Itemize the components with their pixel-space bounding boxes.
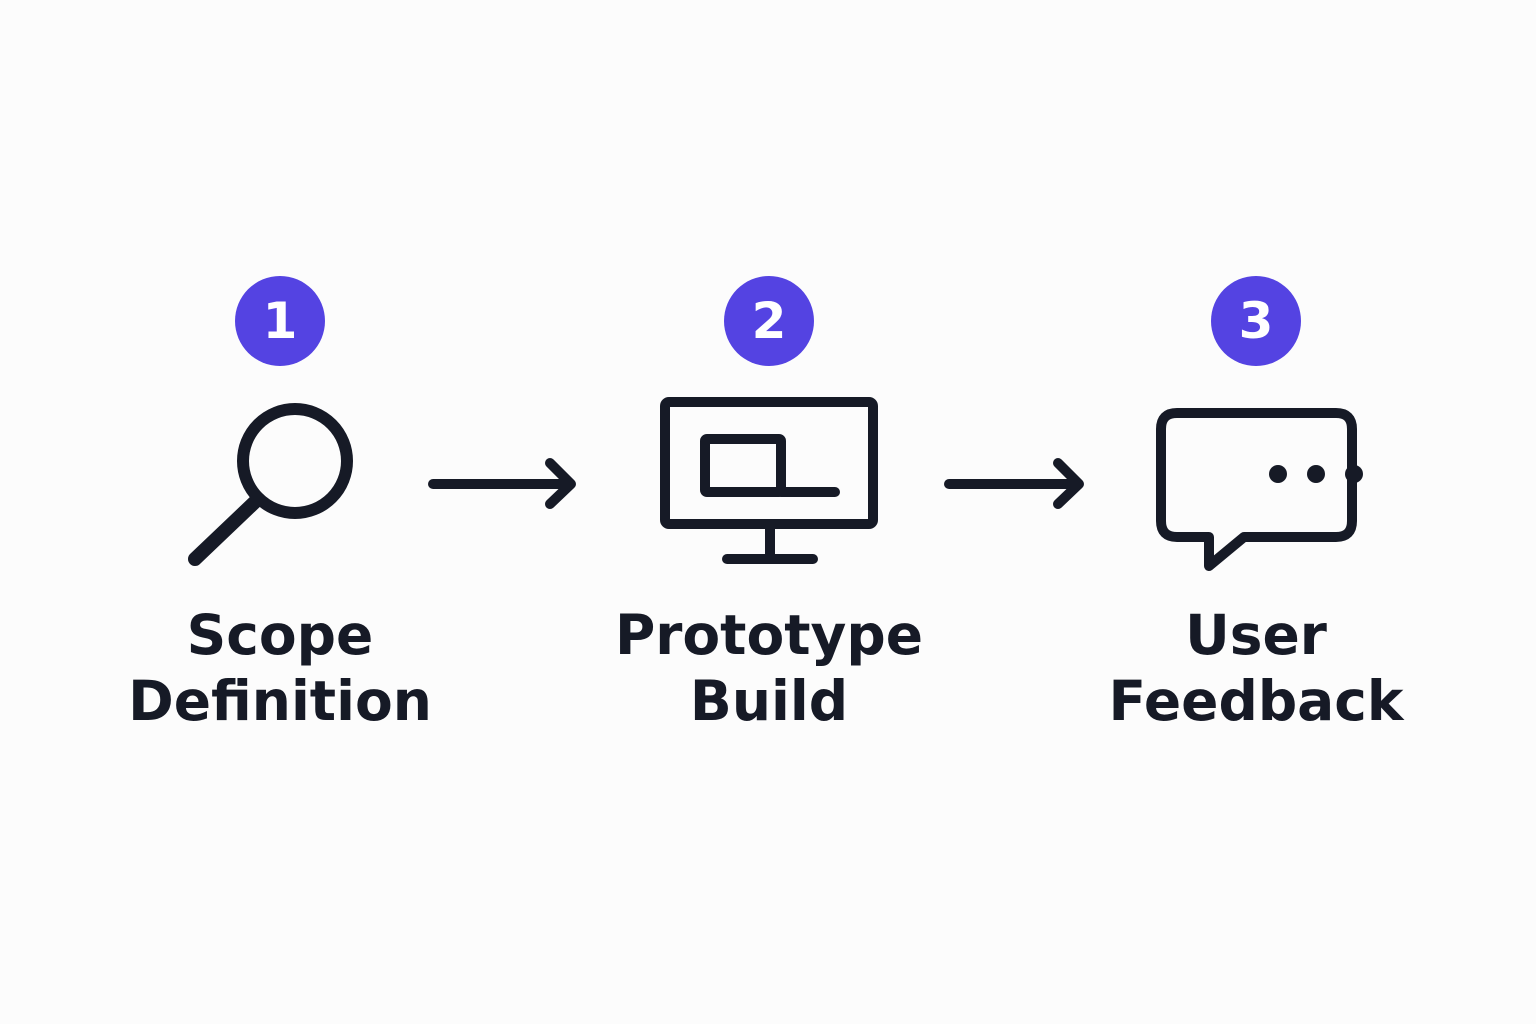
step-label-line2: Feedback xyxy=(1108,669,1404,733)
step-user-feedback: 3 User Feedback xyxy=(1086,0,1426,1024)
arrow-right-icon xyxy=(425,455,585,515)
step-label-line2: Build xyxy=(689,669,849,733)
step-label-line1: User xyxy=(1185,603,1327,667)
chat-bubble-icon xyxy=(1146,392,1366,582)
step-number-badge: 3 xyxy=(1211,276,1301,366)
step-label: Scope Definition xyxy=(110,602,450,734)
arrow-right-icon xyxy=(941,455,1101,515)
step-scope-definition: 1 Scope Definition xyxy=(110,0,450,1024)
step-label: User Feedback xyxy=(1086,602,1426,734)
step-prototype-build: 2 Prototype Build xyxy=(599,0,939,1024)
step-label-line1: Scope xyxy=(186,603,374,667)
step-number-badge: 2 xyxy=(724,276,814,366)
step-label: Prototype Build xyxy=(599,602,939,734)
step-label-line1: Prototype xyxy=(614,603,924,667)
step-label-line2: Definition xyxy=(128,669,432,733)
magnifier-icon xyxy=(170,392,390,582)
monitor-icon xyxy=(659,392,879,582)
step-number-badge: 1 xyxy=(235,276,325,366)
